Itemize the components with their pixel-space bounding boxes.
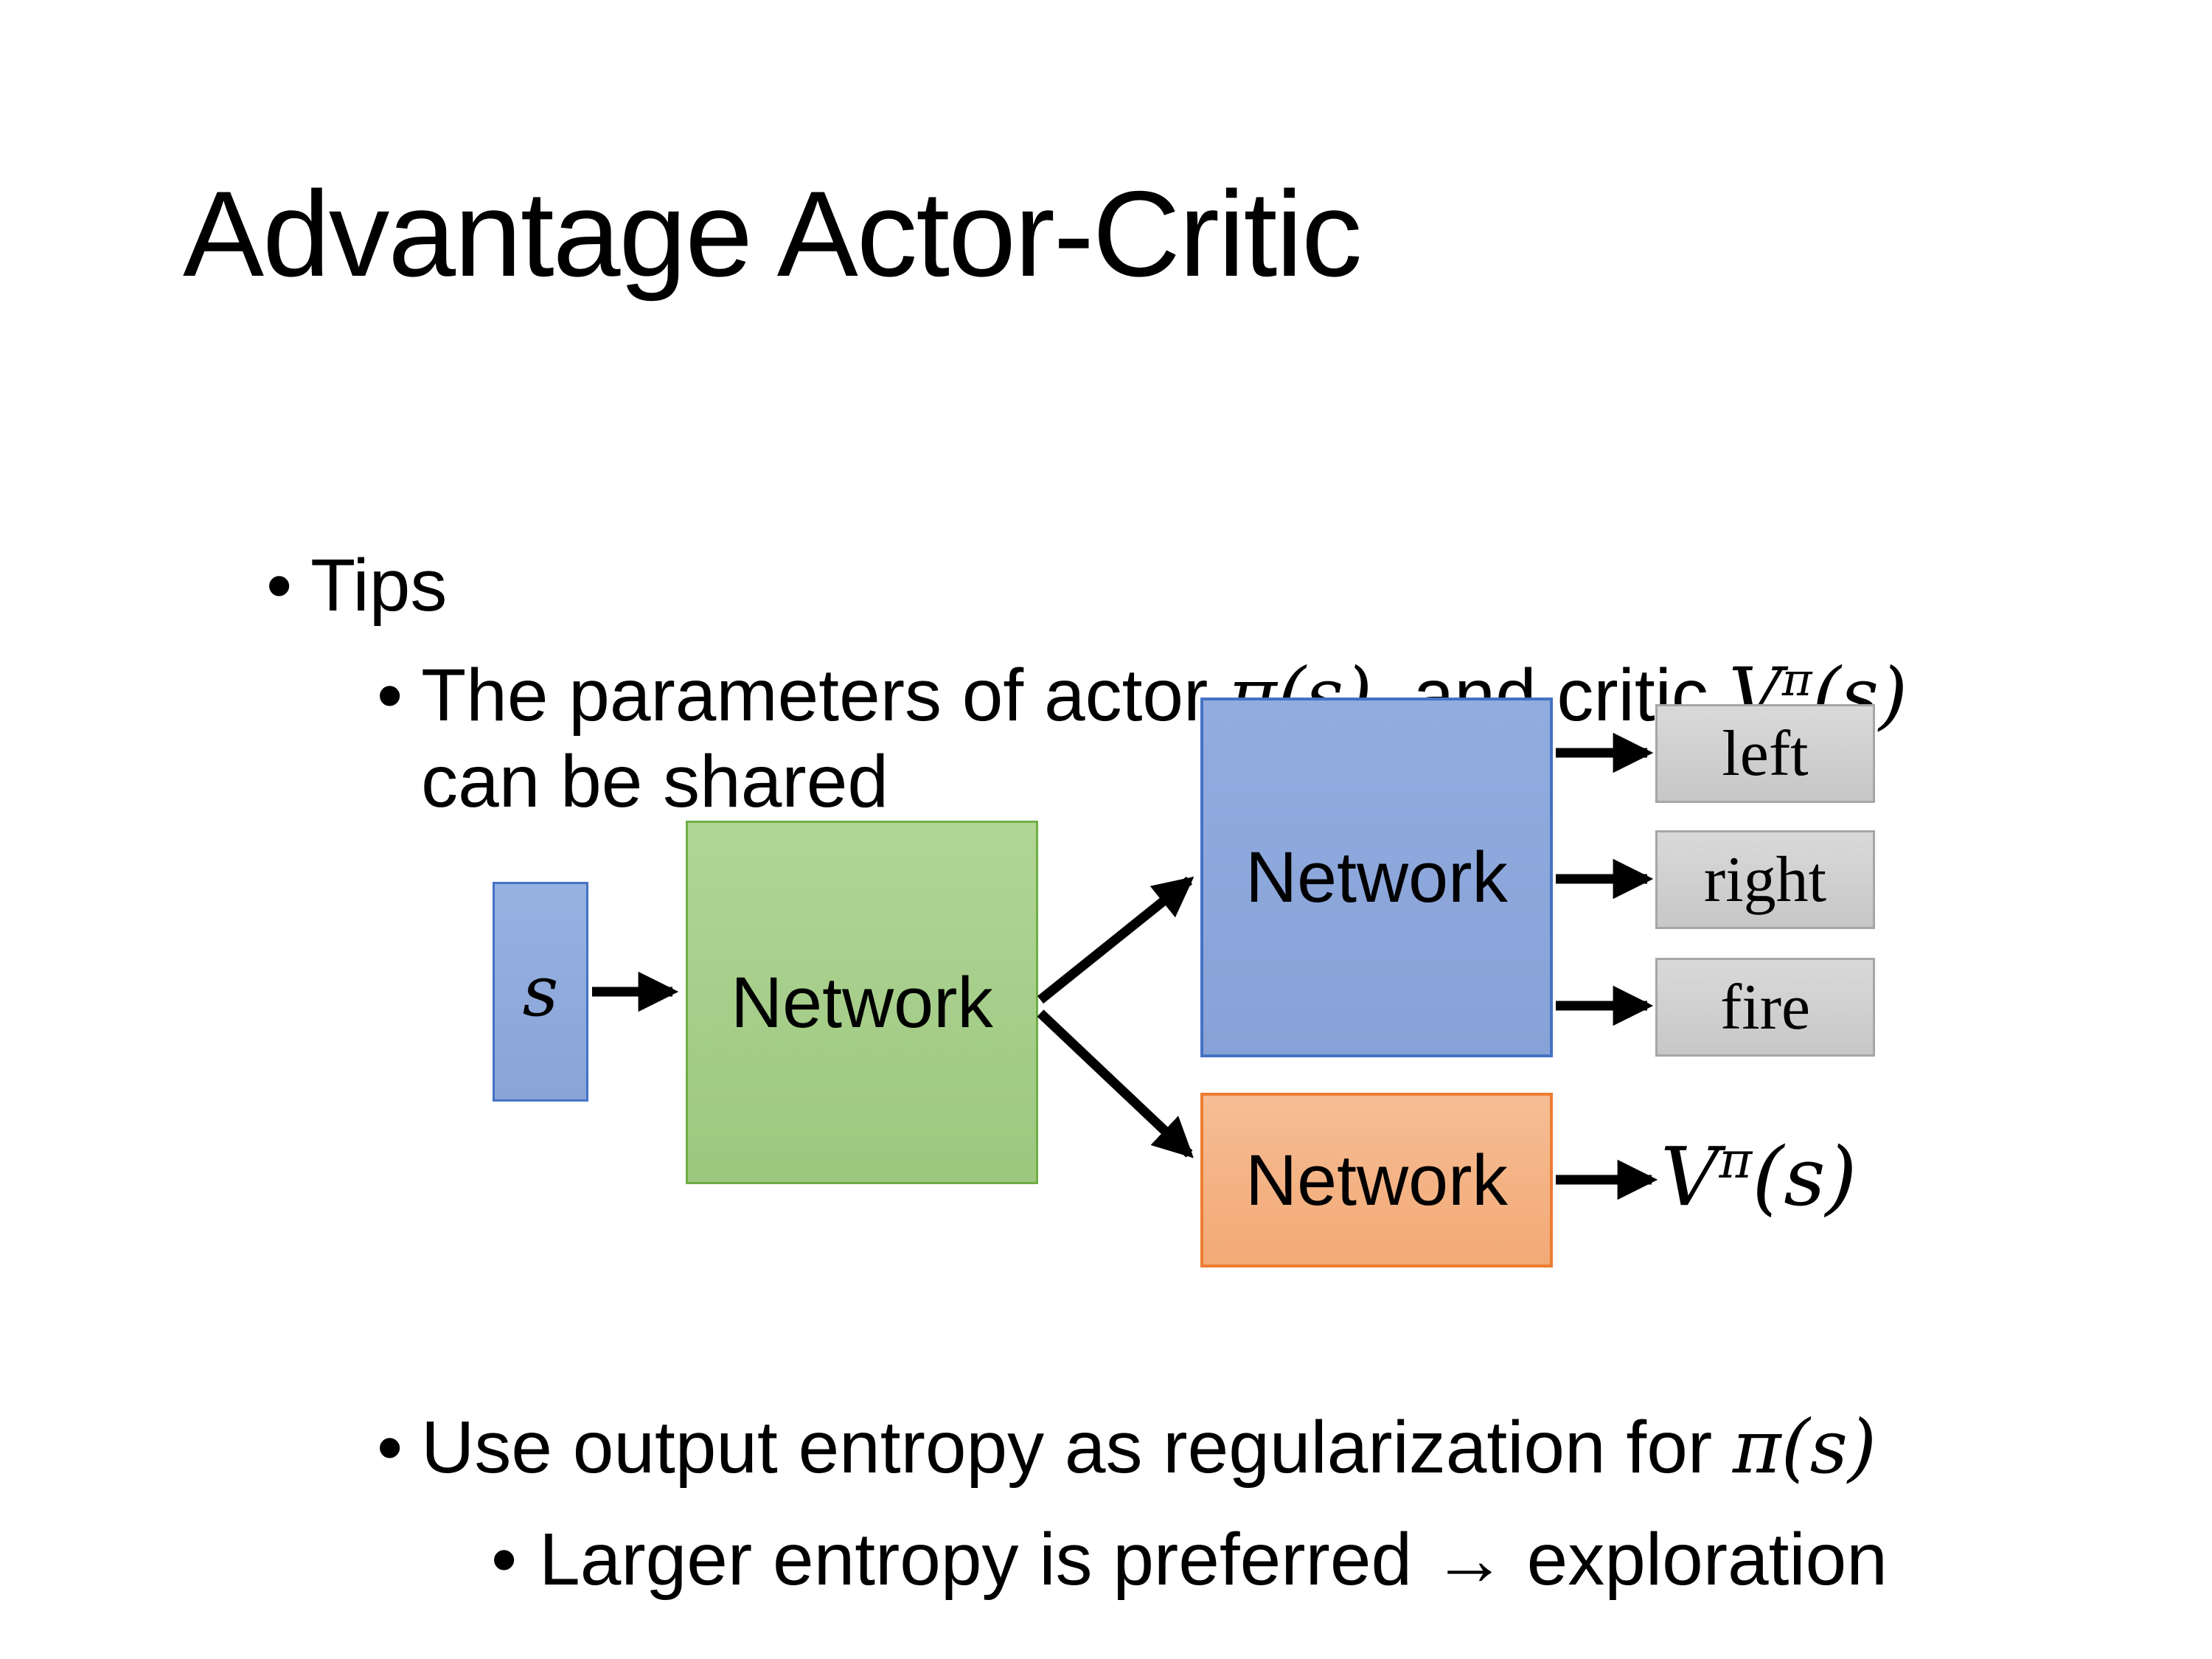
action-box-right: right (1655, 830, 1875, 929)
shared-params-text-pre: The parameters of actor (421, 654, 1229, 737)
state-input-box: s (493, 882, 588, 1102)
shared-params-text-line2: can be shared (421, 740, 888, 823)
actor-network-box: Network (1200, 698, 1553, 1057)
critic-output-base: V (1660, 1130, 1719, 1224)
bullet-dot: • (491, 1518, 518, 1601)
tips-label: Tips (310, 544, 448, 627)
critic-value-superscript: π (1781, 652, 1812, 706)
bullet-dot: • (377, 1406, 403, 1489)
action-box-fire: fire (1655, 958, 1875, 1057)
exploration-text: Larger entropy is preferred → exploratio… (539, 1518, 1888, 1601)
action-box-left: left (1655, 704, 1875, 803)
critic-output-value: Vπ(s) (1660, 1127, 1857, 1228)
critic-output-arg: (s) (1752, 1130, 1857, 1224)
bullet-line-tips: •Tips (184, 448, 447, 724)
actor-network-label: Network (1245, 837, 1508, 917)
policy-math: π(s) (1732, 1404, 1877, 1490)
critic-output-superscript: π (1719, 1131, 1753, 1190)
bullet-line-shared-params-cont: can be shared (339, 644, 888, 920)
state-label: s (522, 951, 559, 1032)
critic-network-box: Network (1200, 1093, 1553, 1267)
action-label-left: left (1722, 717, 1809, 790)
critic-network-label: Network (1245, 1139, 1508, 1220)
action-label-fire: fire (1719, 971, 1811, 1043)
entropy-text: Use output entropy as regularization for (421, 1406, 1733, 1489)
bullet-line-entropy: •Use output entropy as regularization fo… (295, 1309, 1877, 1586)
action-label-right: right (1703, 844, 1827, 916)
bullet-dot: • (377, 654, 403, 737)
page-title: Advantage Actor-Critic (183, 166, 1363, 302)
shared-network-label: Network (731, 961, 993, 1043)
arrow-shared-to-actor-network (1037, 876, 1194, 1004)
bullet-line-exploration: • Larger entropy is preferred → explorati… (409, 1422, 1888, 1659)
bullet-dot: • (266, 544, 293, 627)
arrow-shared-to-critic-network (1037, 1009, 1194, 1158)
shared-network-box: Network (686, 821, 1038, 1184)
